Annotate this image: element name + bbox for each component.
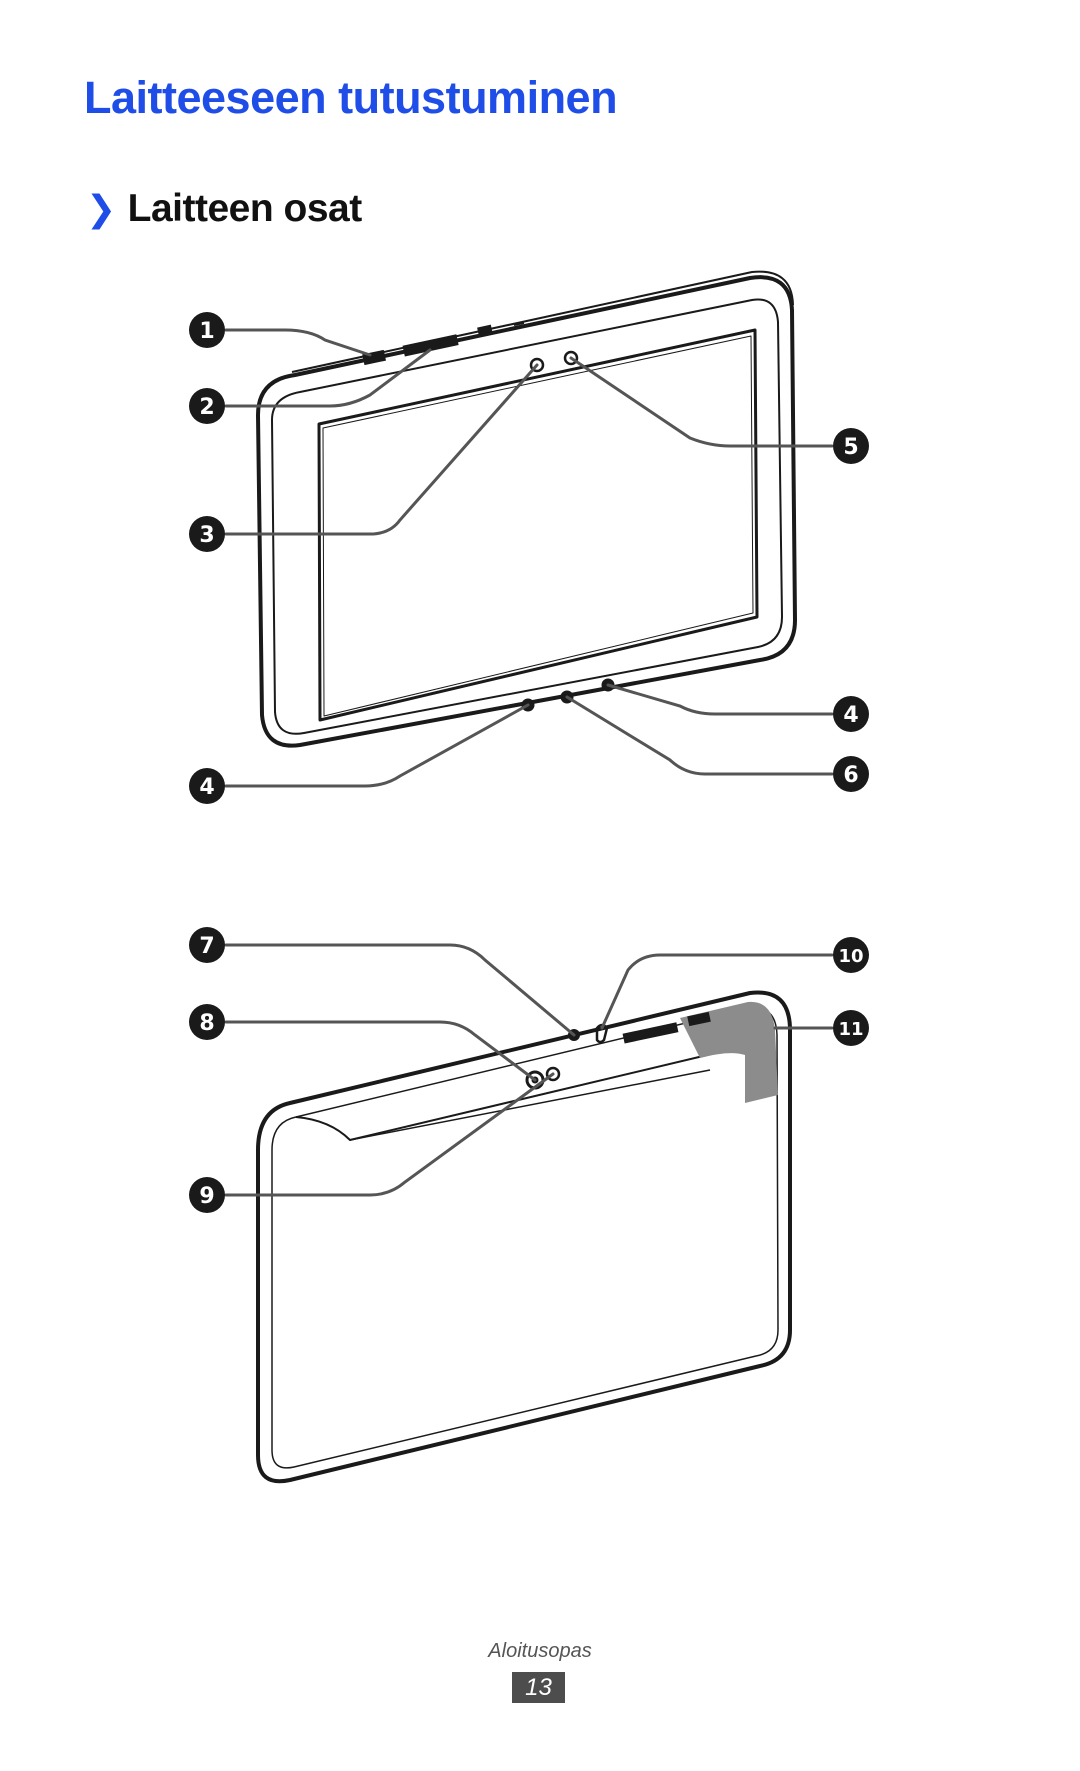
callout-7: 7 (189, 927, 225, 963)
callout-6: 6 (833, 756, 869, 792)
callout-2: 2 (189, 388, 225, 424)
callout-3: 3 (189, 516, 225, 552)
callout-10: 10 (833, 937, 869, 973)
svg-text:4: 4 (843, 703, 858, 728)
tablet-front (256, 270, 797, 748)
callout-5: 5 (833, 428, 869, 464)
svg-text:3: 3 (199, 523, 214, 548)
callout-11: 11 (833, 1010, 869, 1046)
device-figure: 1 2 3 4 5 4 6 7 8 9 10 11 (189, 270, 869, 1484)
section-title-text: Laitteen osat (127, 187, 363, 230)
callout-4-left: 4 (189, 768, 225, 804)
callout-1: 1 (189, 312, 225, 348)
svg-text:1: 1 (199, 319, 214, 344)
svg-text:6: 6 (843, 763, 858, 788)
svg-text:10: 10 (838, 946, 863, 967)
callout-9: 9 (189, 1177, 225, 1213)
leader-lines (224, 328, 834, 1197)
page-title: Laitteeseen tutustuminen (84, 72, 618, 123)
callout-8: 8 (189, 1004, 225, 1040)
tablet-back (256, 990, 792, 1484)
callout-4-right: 4 (833, 696, 869, 732)
svg-text:8: 8 (199, 1011, 214, 1036)
svg-text:2: 2 (199, 395, 214, 420)
svg-text:4: 4 (199, 775, 214, 800)
svg-text:5: 5 (843, 435, 858, 460)
svg-text:11: 11 (838, 1019, 863, 1040)
footer-label: Aloitusopas (488, 1640, 592, 1662)
chevron-right-icon: ❯ (86, 188, 116, 229)
svg-text:7: 7 (199, 934, 214, 959)
section-title: ❯ Laitteen osat (86, 187, 362, 231)
page-number: 13 (512, 1672, 565, 1703)
svg-text:9: 9 (199, 1184, 214, 1209)
